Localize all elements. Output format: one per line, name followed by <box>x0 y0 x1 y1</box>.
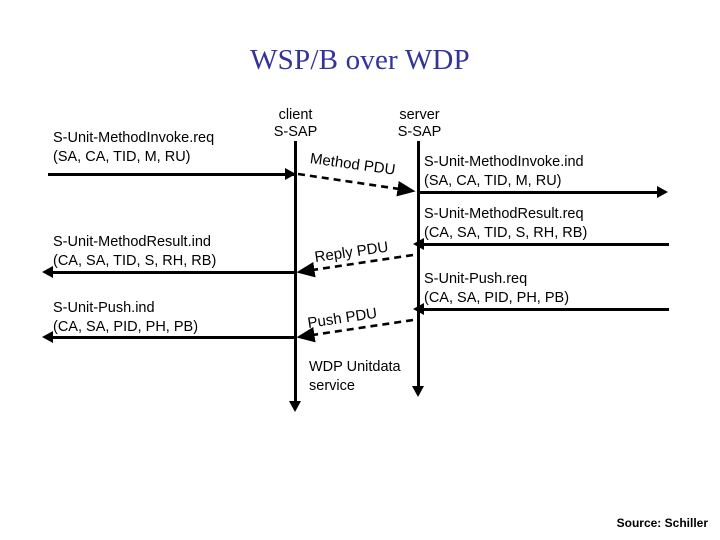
arrow-line-method-invoke-ind <box>419 191 659 194</box>
primitive-label-method-invoke-ind: S-Unit-MethodInvoke.ind (SA, CA, TID, M,… <box>424 154 584 189</box>
arrow-line-push-ind <box>48 336 294 339</box>
pdu-label-reply: Reply PDU <box>313 238 390 266</box>
primitive-label-push-ind: S-Unit-Push.ind (CA, SA, PID, PH, PB) <box>53 300 199 335</box>
page-title: WSP/B over WDP <box>250 44 470 76</box>
arrow-head-left-push-req-icon <box>413 303 424 315</box>
client-sap-label: client S-SAP <box>273 107 318 140</box>
arrow-head-left-method-result-ind-icon <box>42 266 53 278</box>
pdu-label-method: Method PDU <box>309 150 397 179</box>
pdu-label-push: Push PDU <box>306 304 379 332</box>
arrow-line-method-result-ind <box>48 271 294 274</box>
source-attribution: Source: Schiller <box>616 516 708 530</box>
arrow-head-right-method-invoke-ind-icon <box>657 186 668 198</box>
arrow-line-method-result-req <box>419 243 669 246</box>
server-lifeline <box>417 141 420 389</box>
primitive-label-method-result-ind: S-Unit-MethodResult.ind (CA, SA, TID, S,… <box>53 234 217 269</box>
server-sap-label: server S-SAP <box>397 107 442 140</box>
client-lifeline <box>294 141 297 404</box>
primitive-label-push-req: S-Unit-Push.req (CA, SA, PID, PH, PB) <box>424 271 570 306</box>
client-lifeline-arrowhead-icon <box>289 401 301 412</box>
arrow-head-right-method-invoke-req-icon <box>285 168 296 180</box>
server-lifeline-arrowhead-icon <box>412 386 424 397</box>
primitive-label-method-result-req: S-Unit-MethodResult.req (CA, SA, TID, S,… <box>424 206 588 241</box>
arrow-head-left-push-ind-icon <box>42 331 53 343</box>
arrow-line-method-invoke-req <box>48 173 294 176</box>
wdp-unitdata-service-note: WDP Unitdata service <box>309 359 401 394</box>
primitive-label-method-invoke-req: S-Unit-MethodInvoke.req (SA, CA, TID, M,… <box>53 130 215 165</box>
pdu-arrow-method <box>297 172 416 197</box>
arrow-head-left-method-result-req-icon <box>413 238 424 250</box>
arrow-line-push-req <box>419 308 669 311</box>
